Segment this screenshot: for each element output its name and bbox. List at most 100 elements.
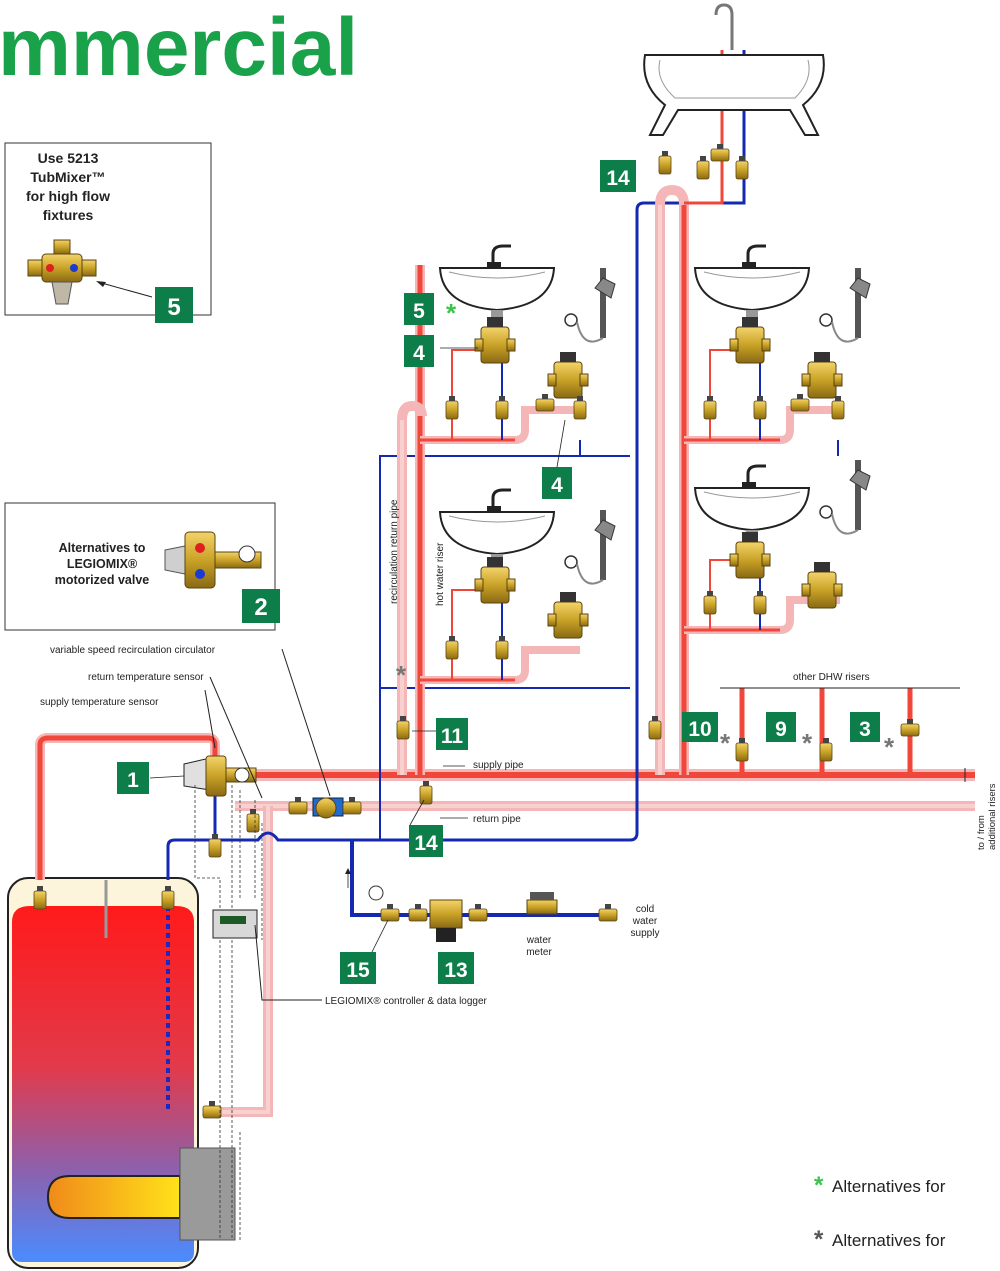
svg-text:13: 13	[444, 959, 467, 982]
legend-green-asterisk-icon: *	[814, 1172, 824, 1199]
to-from-label-2: additional risers	[987, 783, 998, 850]
shower-fixture-2	[819, 267, 871, 343]
balancing-valve	[735, 737, 749, 762]
isolation-valve	[445, 395, 459, 420]
badge-11: 11	[436, 718, 468, 750]
isolation-valve	[831, 395, 845, 420]
badge-3: 3	[850, 712, 880, 742]
svg-text:5: 5	[413, 300, 425, 323]
bathtub-fixture	[643, 3, 825, 180]
return-pipe-label: return pipe	[473, 814, 521, 825]
badge-5-tubmixer: 5	[155, 287, 193, 323]
isolation-valve	[573, 395, 587, 420]
svg-text:15: 15	[346, 959, 370, 982]
svg-text:2: 2	[254, 594, 267, 621]
legiomix-alt-line2: LEGIOMIX®	[67, 557, 138, 571]
other-risers-label: other DHW risers	[793, 672, 870, 683]
svg-text:1: 1	[127, 769, 139, 792]
badge-13: 13	[438, 952, 474, 984]
badge-2: 2	[242, 589, 280, 623]
bathtub-mixer	[710, 143, 730, 162]
point-of-use-mixer-1	[474, 316, 516, 364]
tubmixer-line1: Use 5213	[38, 150, 99, 166]
badge-14-top: 14	[600, 160, 636, 192]
shower-fixture-3	[564, 509, 616, 585]
badge-5-sink: 5	[404, 293, 434, 325]
sink-fixture-4	[693, 464, 811, 542]
tubmixer-line2: TubMixer™	[30, 169, 105, 185]
isolation-valve	[445, 635, 459, 660]
storage-water-heater-tank	[7, 877, 236, 1269]
recirculation-return-label: recirculation return pipe	[389, 499, 400, 604]
legiomix-motorized-valve	[183, 755, 257, 797]
isolation-valve	[753, 590, 767, 615]
isolation-valve	[753, 395, 767, 420]
hot-water-risers	[397, 50, 960, 775]
shower-mixer-2	[801, 351, 843, 399]
badge-14-bottom: 14	[409, 825, 443, 857]
svg-text:4: 4	[413, 342, 425, 365]
point-of-use-mixer-3	[474, 556, 516, 604]
svg-text:5: 5	[167, 294, 180, 321]
strainer-valve	[900, 718, 920, 737]
green-asterisk-icon: *	[446, 298, 457, 328]
sink-fixture-2	[693, 244, 811, 322]
alternative-mixing-valve-icon	[164, 531, 262, 589]
isolation-valve	[703, 395, 717, 420]
supply-pipe-label: supply pipe	[473, 760, 524, 771]
svg-text:3: 3	[859, 718, 871, 741]
legiomix-alt-line1: Alternatives to	[59, 541, 146, 555]
svg-text:14: 14	[414, 832, 438, 855]
recirculation-return-piping	[215, 801, 975, 1117]
gray-asterisk-icon: *	[396, 660, 407, 690]
cold-check-valve	[208, 833, 222, 858]
gray-asterisk-icon: *	[720, 728, 731, 758]
badge-15: 15	[340, 952, 376, 984]
page-title: mmercial	[0, 2, 358, 93]
cold-supply-label-1: cold	[636, 904, 654, 915]
svg-text:4: 4	[551, 474, 563, 497]
shower-fixture-4	[819, 459, 871, 535]
cold-supply-label-3: supply	[631, 928, 660, 939]
legend-green-note: Alternatives for	[832, 1177, 946, 1196]
water-meter-label-1: water	[526, 935, 552, 946]
hot-supply-piping	[35, 733, 975, 880]
return-sensor-label: return temperature sensor	[88, 672, 204, 683]
legiomix-alternative-callout: Alternatives to LEGIOMIX® motorized valv…	[4, 502, 276, 631]
bathtub-valve	[735, 155, 749, 180]
to-from-label-1: to / from	[976, 815, 987, 850]
badge-10: 10	[682, 712, 718, 742]
isolation-valve	[495, 635, 509, 660]
cold-supply-assembly	[368, 885, 618, 942]
tank-return-valve	[202, 1100, 222, 1119]
svg-text:9: 9	[775, 718, 787, 741]
check-valve	[535, 393, 555, 412]
shower-mixer-3	[547, 591, 589, 639]
isolation-valve	[703, 590, 717, 615]
shower-mixer-4	[801, 561, 843, 609]
fixture-branches	[420, 349, 840, 684]
svg-text:11: 11	[441, 725, 464, 748]
bathtub-valve	[696, 155, 710, 180]
point-of-use-mixer-4	[729, 531, 771, 579]
gray-asterisk-icon: *	[884, 732, 895, 762]
air-vent-top	[658, 150, 672, 175]
circulator-pump	[288, 796, 362, 819]
water-meter-label-2: meter	[526, 947, 552, 958]
point-of-use-mixer-2	[729, 316, 771, 364]
check-valve	[790, 393, 810, 412]
badge-1: 1	[117, 762, 149, 794]
supply-sensor-label: supply temperature sensor	[40, 697, 159, 708]
tubmixer-callout: Use 5213 TubMixer™ for high flow fixture…	[4, 142, 212, 316]
controller-label: LEGIOMIX® controller & data logger	[325, 996, 488, 1007]
circulator-label: variable speed recirculation circulator	[50, 645, 216, 656]
tubmixer-line4: fixtures	[43, 207, 94, 223]
sink-fixture-3	[438, 488, 556, 566]
isolation-valve	[495, 395, 509, 420]
legiomix-alt-line3: motorized valve	[55, 573, 150, 587]
controller-wiring	[194, 648, 331, 1240]
cold-supply-label-2: water	[632, 916, 658, 927]
shower-fixture-1	[564, 267, 616, 343]
badge-4-lower: 4	[542, 467, 572, 499]
